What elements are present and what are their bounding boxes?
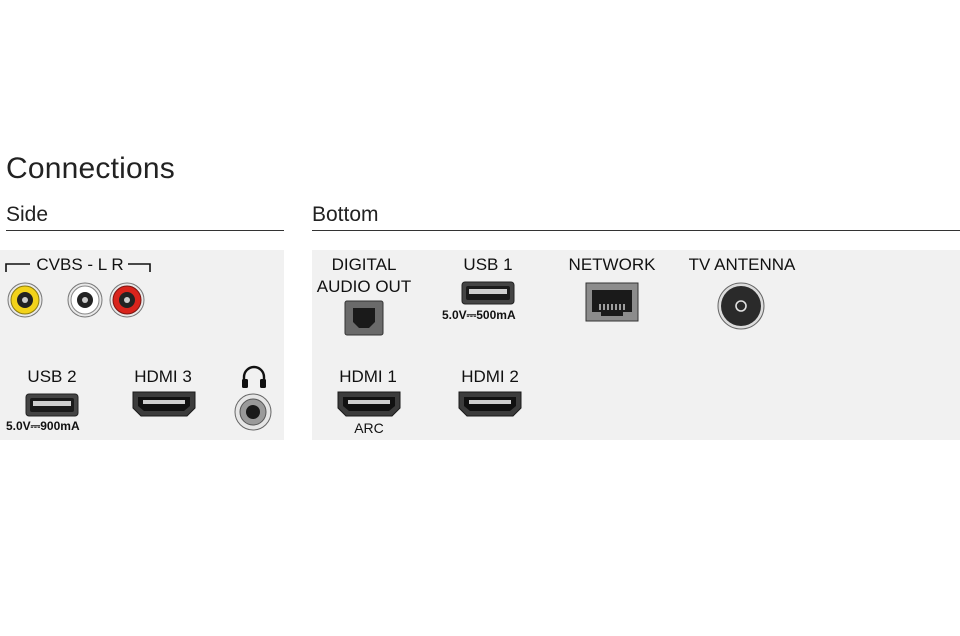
section-bottom-rule <box>312 230 960 231</box>
digital-audio-label-line1: DIGITAL <box>331 255 397 274</box>
usb2-port[interactable] <box>25 393 79 417</box>
rca-right-jack[interactable] <box>108 282 148 320</box>
optical-audio-port[interactable] <box>344 300 384 336</box>
hdmi1-port[interactable] <box>336 390 402 418</box>
hdmi1-label: HDMI 1 <box>339 367 397 386</box>
antenna-port[interactable] <box>717 282 767 332</box>
headphone-jack[interactable] <box>234 393 274 433</box>
digital-audio-label-line2: AUDIO OUT <box>316 277 412 296</box>
tv-antenna-label: TV ANTENNA <box>688 255 796 274</box>
section-side-label: Side <box>6 203 49 226</box>
page-title: Connections <box>6 152 175 185</box>
cvbs-label: CVBS - L R <box>36 255 124 274</box>
cvbs-bracket <box>5 263 151 272</box>
hdmi3-label: HDMI 3 <box>134 367 192 386</box>
rca-video-jack[interactable] <box>6 282 46 320</box>
usb2-power-rating: 5.0V⎓900mA <box>6 419 80 433</box>
usb2-label: USB 2 <box>27 367 77 386</box>
section-bottom-label: Bottom <box>312 203 379 226</box>
hdmi1-arc-label: ARC <box>354 420 384 436</box>
usb1-label: USB 1 <box>463 255 513 274</box>
section-side-rule <box>6 230 284 231</box>
usb1-port[interactable] <box>461 281 515 305</box>
cvbs-label-group: CVBS - L R <box>4 254 154 278</box>
hdmi2-label: HDMI 2 <box>461 367 519 386</box>
headphones-icon <box>242 365 266 388</box>
bottom-panel <box>312 250 960 440</box>
hdmi3-port[interactable] <box>131 390 197 418</box>
ethernet-port[interactable] <box>585 282 639 322</box>
usb1-power-rating: 5.0V⎓500mA <box>442 308 516 322</box>
rca-left-jack[interactable] <box>66 282 106 320</box>
network-label: NETWORK <box>568 255 656 274</box>
hdmi2-port[interactable] <box>457 390 523 418</box>
